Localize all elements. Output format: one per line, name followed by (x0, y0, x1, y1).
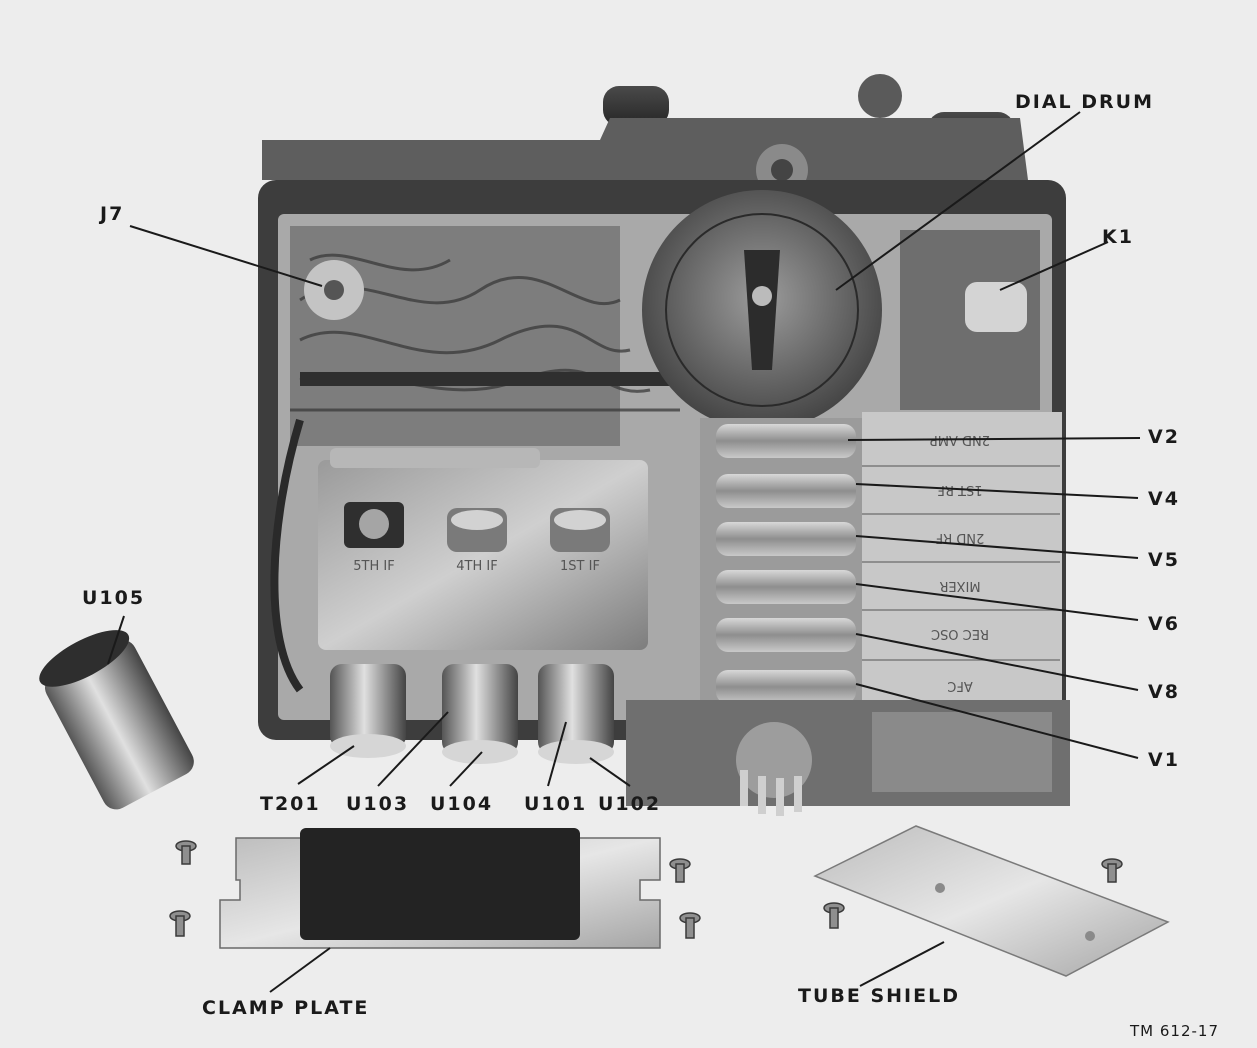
label-v5: V5 (1148, 549, 1180, 571)
leader-k1 (999, 241, 1109, 291)
leader-v5 (855, 535, 1139, 559)
label-v1: V1 (1148, 749, 1180, 771)
clamp-plate-pad (300, 828, 580, 940)
leader-v2 (847, 437, 1141, 441)
figure-number: TM 612-17 (1129, 1022, 1219, 1040)
label-t201: T201 (260, 793, 321, 815)
terminal-strip (300, 372, 680, 386)
label-u102: U102 (598, 793, 661, 815)
tube-panel-label-4: MIXER (939, 578, 980, 593)
if-can-5th (344, 502, 404, 548)
label-v4: V4 (1148, 488, 1180, 510)
label-u104: U104 (430, 793, 493, 815)
screw (669, 858, 691, 883)
screw (823, 902, 845, 929)
if-can-label-4th: 4TH IF (456, 559, 497, 574)
leader-u104 (449, 751, 483, 787)
if-amplifier-cover (318, 460, 648, 650)
screw (679, 912, 701, 939)
k1-relay (965, 282, 1027, 332)
label-k1: K1 (1102, 226, 1134, 248)
leader-v6 (855, 583, 1139, 621)
leader-v4 (855, 483, 1139, 499)
clamp-plate (219, 828, 661, 949)
leader-u101 (547, 721, 567, 787)
can-u101-u102 (538, 664, 614, 754)
leader-u105 (107, 615, 125, 665)
label-clamp-plate: CLAMP PLATE (202, 997, 369, 1019)
bottom-cans (330, 664, 614, 764)
tube-v1 (716, 670, 856, 704)
leader-t201 (297, 745, 355, 785)
chassis-cable (270, 418, 304, 693)
label-v8: V8 (1148, 681, 1180, 703)
leader-tube-shield (859, 941, 945, 987)
screw (1101, 858, 1123, 883)
tube-panel-label-5: REC OSC (931, 626, 989, 641)
leader-lines (107, 111, 1141, 993)
leader-u103 (377, 711, 449, 787)
label-u101: U101 (524, 793, 587, 815)
tube-panel-label-6: AFC (947, 678, 972, 693)
nameplate (872, 712, 1052, 792)
ball-chain-cap (858, 74, 902, 118)
chassis: 5TH IF 4TH IF 1ST IF 2ND AMP 1ST RF 2ND … (258, 74, 1070, 816)
if-can-1st (550, 508, 610, 552)
screw (175, 840, 197, 865)
loose-screws (169, 840, 1123, 939)
leader-u102 (589, 757, 631, 787)
u105-can (39, 630, 194, 810)
wiring-harness (290, 226, 620, 446)
if-can-label-1st: 1ST IF (560, 559, 600, 574)
tuning-knob (603, 86, 669, 126)
label-u103: U103 (346, 793, 409, 815)
can-u103-u104 (442, 664, 518, 754)
leader-clamp-plate (269, 947, 331, 993)
if-can-label-5th: 5TH IF (353, 559, 394, 574)
screw (169, 910, 191, 937)
label-u105: U105 (82, 587, 145, 609)
tube-panel-label-3: 2ND RF (936, 530, 985, 545)
tube-row (716, 424, 856, 704)
leader-j7 (129, 225, 323, 287)
tube-v8 (716, 618, 856, 652)
label-j7: J7 (98, 203, 124, 225)
label-tube-shield: TUBE SHIELD (798, 985, 960, 1007)
tube-shield (813, 825, 1170, 977)
tube-v4 (716, 474, 856, 508)
leader-dial-drum (835, 111, 1081, 291)
label-v6: V6 (1148, 613, 1180, 635)
power-connector (736, 722, 812, 798)
tube-label-panel (862, 412, 1062, 718)
if-can-4th (447, 508, 507, 552)
tube-v6 (716, 570, 856, 604)
label-dial-drum: DIAL DRUM (1015, 91, 1154, 113)
label-v2: V2 (1148, 426, 1180, 448)
tube-v5 (716, 522, 856, 556)
leader-v8 (855, 633, 1139, 691)
can-t201 (330, 664, 406, 748)
leader-v1 (855, 683, 1139, 759)
tube-v2 (716, 424, 856, 458)
